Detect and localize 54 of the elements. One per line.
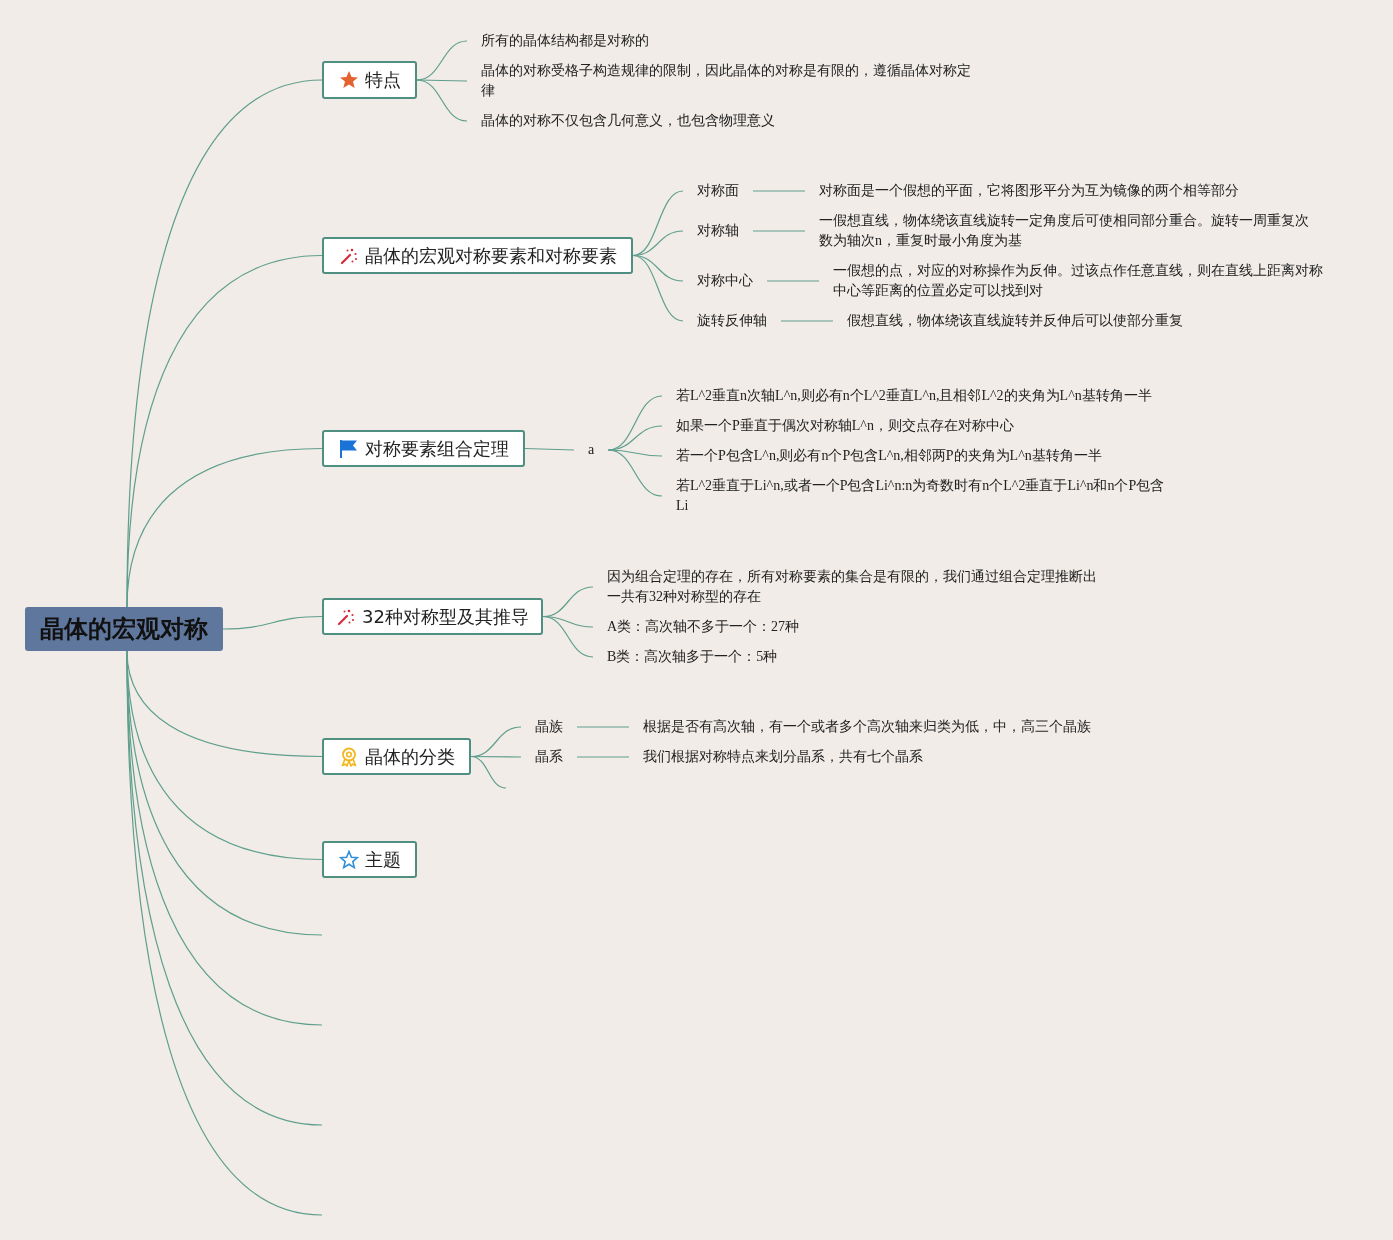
topic-text: 晶体的分类 xyxy=(364,744,455,769)
note-text: 一假想的点，对应的对称操作为反伸。过该点作任意直线，则在直线上距离对称中心等距离的位置必定可以找到对 xyxy=(819,261,1342,301)
note-text: 旋转反伸轴 xyxy=(683,311,781,331)
connector-line xyxy=(780,320,834,322)
note-text: 晶体的对称受格子构造规律的限制，因此晶体的对称是有限的，遵循晶体对称定律 xyxy=(467,61,990,101)
topic-box xyxy=(322,430,525,467)
topic-text: 特点 xyxy=(364,68,401,92)
note-text: 假想直线，物体绕该直线旋转并反伸后可以使部分重复 xyxy=(833,311,1197,331)
connector-line xyxy=(632,254,684,322)
connector-line xyxy=(766,280,820,282)
topic-text: 32种对称型及其推导 xyxy=(362,604,529,629)
topic-box xyxy=(322,61,417,99)
connector-line xyxy=(416,79,468,82)
topic-box xyxy=(322,598,543,635)
note-text: 晶族 xyxy=(521,717,577,737)
note-text: 因为组合定理的存在，所有对称要素的集合是有限的，我们通过组合定理推断出一共有32种对称型的存在 xyxy=(593,567,1116,607)
note-text: 若一个P包含L^n,则必有n个P包含L^n,相邻两P的夹角为L^n基转角一半 xyxy=(662,446,1116,466)
connector-line xyxy=(524,447,575,451)
connector-line xyxy=(752,190,806,192)
connector-line xyxy=(607,449,663,457)
note-text: 晶系 xyxy=(521,747,577,767)
topic-box xyxy=(322,841,417,878)
note-text: 对称面是一个假想的平面，它将图形平分为互为镜像的两个相等部分 xyxy=(805,181,1253,201)
connector-line xyxy=(222,615,323,630)
connector-line xyxy=(607,449,663,497)
note-text: 对称中心 xyxy=(683,271,767,291)
connector-line xyxy=(126,447,323,608)
connector-line xyxy=(576,726,630,728)
note-text: 我们根据对称特点来划分晶系，共有七个晶系 xyxy=(629,747,937,767)
note-text: 如果一个P垂直于偶次对称轴L^n，则交点存在对称中心 xyxy=(662,416,1028,436)
topic-text: 晶体的宏观对称 xyxy=(40,614,208,645)
note-text: a xyxy=(574,440,609,460)
connector-line xyxy=(632,190,684,257)
note-text: 所有的晶体结构都是对称的 xyxy=(467,31,663,51)
note-text: 若L^2垂直于Li^n,或者一个P包含Li^n:n为奇数时有n个L^2垂直于Li^n和n个P包含Li xyxy=(662,476,1182,516)
note-text: B类：高次轴多于一个：5种 xyxy=(593,647,792,667)
note-text: 对称面 xyxy=(683,181,753,201)
connector-line xyxy=(576,756,630,758)
connector-line xyxy=(542,615,594,658)
note-text: 对称轴 xyxy=(683,221,753,241)
branch-line xyxy=(470,755,507,789)
topic-text: 对称要素组合定理 xyxy=(364,436,509,461)
topic-text: 主题 xyxy=(364,847,401,872)
topic-box xyxy=(322,237,633,274)
note-text: A类：高次轴不多于一个：27种 xyxy=(593,617,814,637)
central-topic-box xyxy=(25,607,223,651)
note-text: 晶体的对称不仅包含几何意义，也包含物理意义 xyxy=(467,111,789,131)
note-text: 若L^2垂直n次轴L^n,则必有n个L^2垂直L^n,且相邻L^2的夹角为L^n基转角一半 xyxy=(662,386,1166,406)
topic-text: 晶体的宏观对称要素和对称要素 xyxy=(364,243,617,268)
connector-line xyxy=(416,79,468,122)
topic-box xyxy=(322,738,471,775)
note-text: 一假想直线，物体绕该直线旋转一定角度后可使相同部分重合。旋转一周重复次数为轴次n，重复时最小角度为基 xyxy=(805,211,1328,251)
note-text: 根据是否有高次轴，有一个或者多个高次轴来归类为低，中，高三个晶族 xyxy=(629,717,1105,737)
connector-line xyxy=(752,230,806,232)
